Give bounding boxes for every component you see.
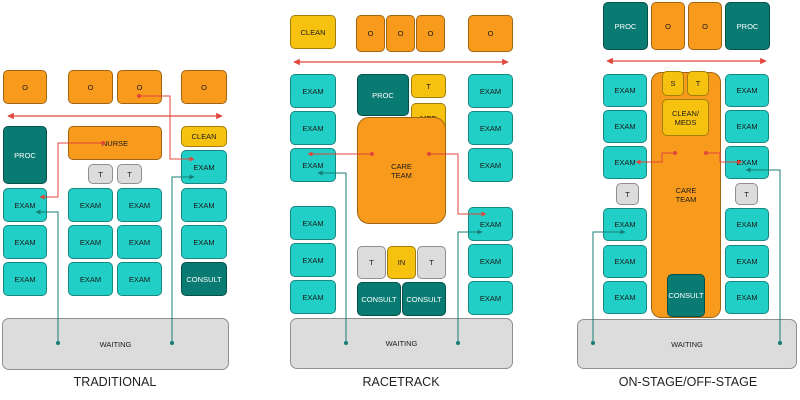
consult-room: CONSULT [667,274,705,317]
exam-room: EXAM [3,188,47,222]
exam-room: EXAM [725,281,769,314]
exam-room: EXAM [68,262,113,296]
exam-room: EXAM [68,188,113,222]
staff-support-room: S [662,71,684,96]
toilet-room: T [417,246,446,279]
exam-room: EXAM [725,245,769,278]
procedure-room: PROC [3,126,47,184]
exam-room: EXAM [468,111,513,145]
office-room: O [68,70,113,104]
procedure-room: PROC [357,74,409,116]
exam-room: EXAM [117,225,162,259]
office-room: O [651,2,685,50]
toilet-room: T [687,71,709,96]
office-room: O [688,2,722,50]
exam-room: EXAM [290,206,336,240]
caption-racetrack: RACETRACK [362,375,440,389]
exam-room: EXAM [725,146,769,179]
care-team-area: CARE TEAM [357,117,446,224]
office-room: O [356,15,385,52]
consult-room: CONSULT [181,262,227,296]
exam-room: EXAM [290,280,336,314]
exam-room: EXAM [603,208,647,241]
exam-room: EXAM [468,244,513,278]
exam-room: EXAM [117,188,162,222]
toilet-room: T [616,183,639,205]
caption-onstage-offstage: ON-STAGE/OFF-STAGE [618,375,758,389]
exam-room: EXAM [603,245,647,278]
clean-room: CLEAN [290,15,336,49]
exam-room: EXAM [468,281,513,315]
exam-room: EXAM [290,74,336,108]
exam-room: EXAM [290,243,336,277]
exam-room: EXAM [181,150,227,184]
exam-room: EXAM [725,74,769,107]
exam-room: EXAM [603,146,647,179]
exam-room: EXAM [3,262,47,296]
inbox-room: IN [387,246,416,279]
waiting-area: WAITING [2,318,229,370]
toilet-room: T [735,183,758,205]
exam-room: EXAM [725,110,769,143]
office-room: O [386,15,415,52]
exam-room: EXAM [603,281,647,314]
consult-room: CONSULT [357,282,401,316]
exam-room: EXAM [68,225,113,259]
consult-room: CONSULT [402,282,446,316]
office-room: O [468,15,513,52]
procedure-room: PROC [725,2,770,50]
exam-room: EXAM [468,207,513,241]
exam-room: EXAM [603,110,647,143]
exam-room: EXAM [725,208,769,241]
exam-room: EXAM [3,225,47,259]
toilet-room: T [357,246,386,279]
office-room: O [416,15,445,52]
nurse-station: NURSE [68,126,162,160]
toilet-room: T [411,74,446,98]
procedure-room: PROC [603,2,648,50]
caption-traditional: TRADITIONAL [73,375,157,389]
office-room: O [117,70,162,104]
clean-room: CLEAN [181,126,227,147]
toilet-room: T [117,164,142,184]
exam-room: EXAM [181,188,227,222]
toilet-room: T [88,164,113,184]
exam-room: EXAM [117,262,162,296]
exam-room: EXAM [290,111,336,145]
exam-room: EXAM [603,74,647,107]
clean-meds-room: CLEAN/ MEDS [662,99,709,136]
exam-room: EXAM [468,74,513,108]
exam-room: EXAM [181,225,227,259]
exam-room: EXAM [290,148,336,182]
waiting-area: WAITING [577,319,797,369]
exam-room: EXAM [468,148,513,182]
office-room: O [181,70,227,104]
waiting-area: WAITING [290,318,513,369]
office-room: O [3,70,47,104]
